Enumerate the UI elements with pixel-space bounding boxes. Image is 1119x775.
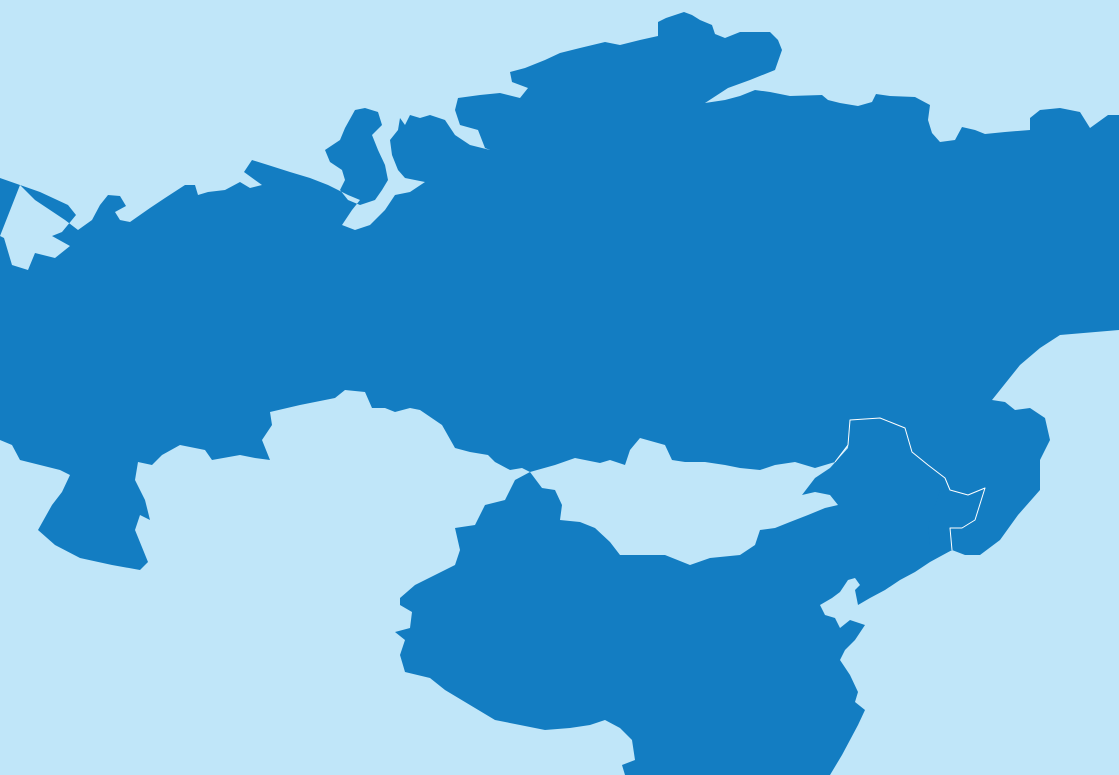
region-north-korea[interactable] xyxy=(928,478,985,556)
region-russia[interactable] xyxy=(0,12,1119,570)
border-russia-china xyxy=(834,417,986,551)
region-china[interactable] xyxy=(395,418,985,775)
